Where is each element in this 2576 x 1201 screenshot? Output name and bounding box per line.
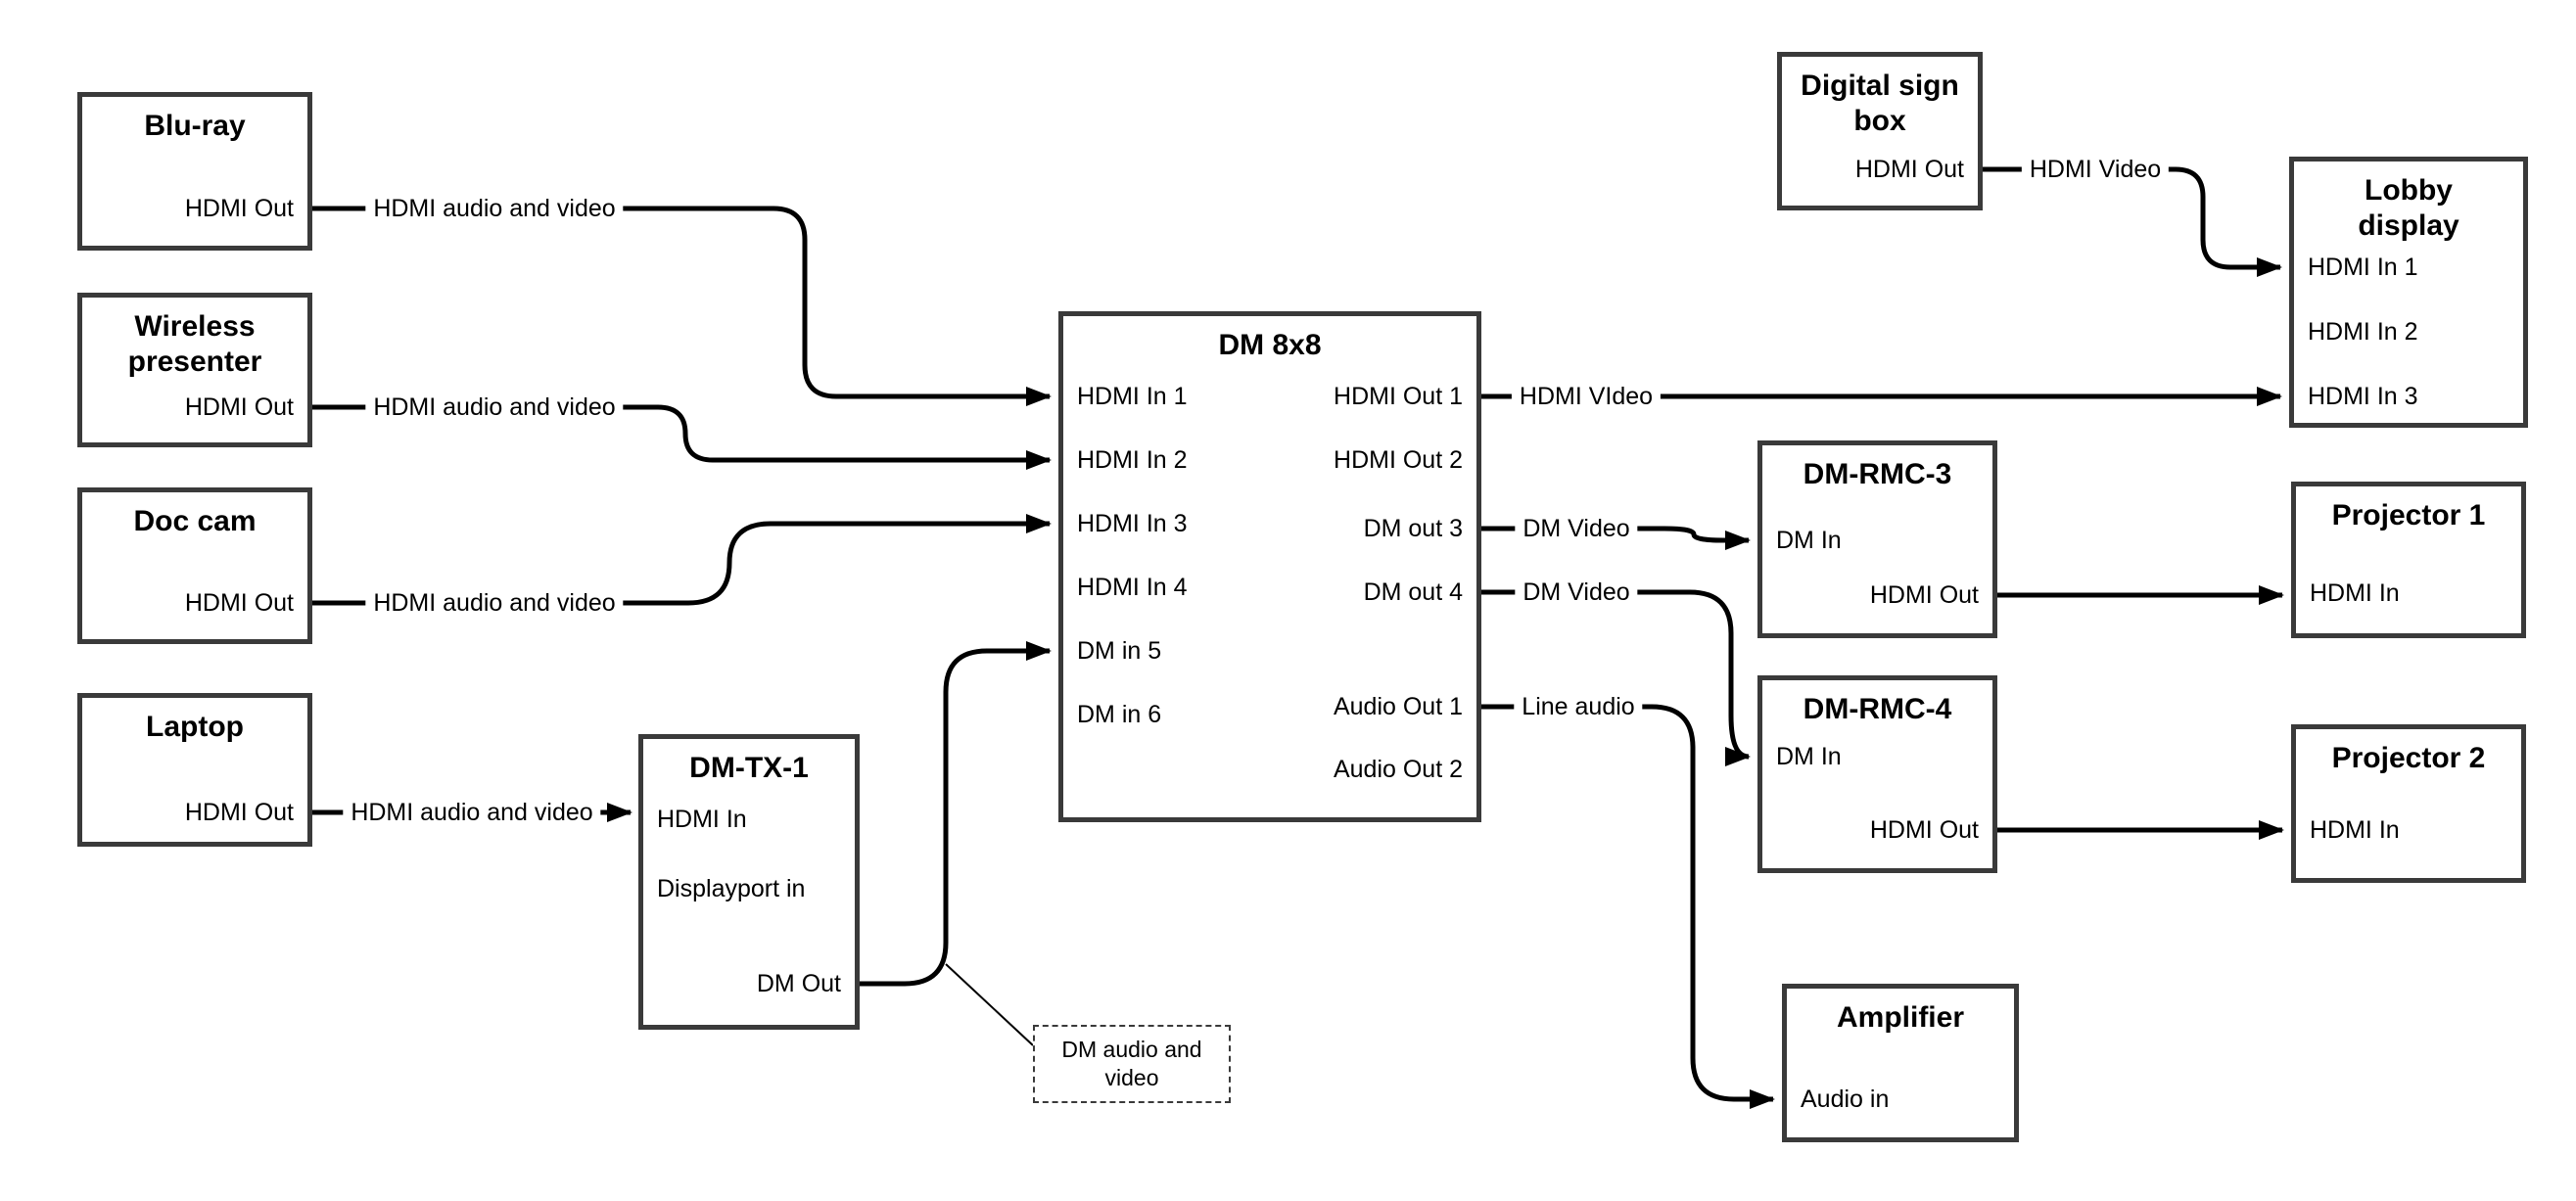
port-doc-cam-hdmi-out: HDMI Out — [184, 589, 294, 617]
port-dm-8x8-hdmi-out-1: HDMI Out 1 — [1334, 383, 1463, 410]
label-bluray-wire: HDMI audio and video — [365, 194, 624, 223]
port-dm-8x8-hdmi-out-2: HDMI Out 2 — [1334, 446, 1463, 474]
node-title-digital-sign-box: Digital sign box — [1801, 69, 1959, 137]
port-amplifier-audio-in: Audio in — [1801, 1086, 1890, 1113]
node-title-amplifier: Amplifier — [1836, 1001, 1965, 1034]
label-laptop-wire: HDMI audio and video — [343, 798, 601, 827]
label-dm-out-3-wire: DM Video — [1515, 514, 1638, 543]
wire-blu-ray-to-dm8x8-hdmi-in-1 — [312, 206, 1052, 406]
port-lobby-display-hdmi-in-2: HDMI In 2 — [2308, 318, 2418, 346]
node-title-blu-ray: Blu-ray — [144, 110, 246, 142]
node-title-laptop: Laptop — [146, 711, 244, 743]
port-dm-8x8-hdmi-in-1: HDMI In 1 — [1077, 383, 1188, 410]
port-dm-rmc-4-hdmi-out: HDMI Out — [1869, 816, 1979, 844]
node-projector-1: Projector 1 HDMI In — [2291, 482, 2526, 638]
port-dm-tx-1-displayport-in: Displayport in — [657, 875, 806, 902]
node-title-doc-cam: Doc cam — [133, 505, 257, 537]
port-dm-8x8-hdmi-in-2: HDMI In 2 — [1077, 446, 1188, 474]
port-projector-1-hdmi-in: HDMI In — [2310, 579, 2400, 607]
label-doccam-wire: HDMI audio and video — [365, 588, 624, 618]
port-dm-tx-1-hdmi-in: HDMI In — [657, 806, 747, 833]
node-title-projector-1: Projector 1 — [2331, 499, 2486, 531]
port-wireless-presenter-hdmi-out: HDMI Out — [184, 393, 294, 421]
wire-digital-sign-box-to-lobby-display-hdmi-in-1 — [1983, 166, 2282, 277]
port-projector-2-hdmi-in: HDMI In — [2310, 816, 2400, 844]
port-dm-tx-1-dm-out: DM Out — [756, 970, 841, 997]
port-dm-8x8-audio-out-1: Audio Out 1 — [1333, 693, 1463, 720]
port-dm-8x8-hdmi-in-3: HDMI In 3 — [1077, 510, 1188, 537]
port-lobby-display-hdmi-in-1: HDMI In 1 — [2308, 254, 2418, 281]
port-laptop-hdmi-out: HDMI Out — [184, 799, 294, 826]
wire-dm8x8-dm-out-4-to-dm-rmc-4-dm-in — [1481, 589, 1751, 766]
node-title-projector-2: Projector 2 — [2331, 742, 2486, 774]
port-lobby-display-hdmi-in-3: HDMI In 3 — [2308, 383, 2418, 410]
port-digital-sign-box-hdmi-out: HDMI Out — [1854, 156, 1964, 183]
node-title-dm-tx-1: DM-TX-1 — [689, 752, 809, 784]
label-wireless-wire: HDMI audio and video — [365, 393, 624, 422]
port-dm-rmc-4-dm-in: DM In — [1776, 743, 1842, 770]
node-dm-rmc-4: DM-RMC-4 DM In HDMI Out — [1757, 675, 1997, 873]
port-dm-8x8-audio-out-2: Audio Out 2 — [1333, 756, 1463, 783]
node-dm-rmc-3: DM-RMC-3 DM In HDMI Out — [1757, 440, 1997, 638]
node-title-wireless-presenter: Wireless presenter — [127, 310, 262, 378]
port-dm-8x8-dm-out-4: DM out 4 — [1363, 578, 1463, 606]
wire-doc-cam-to-dm8x8-hdmi-in-3 — [312, 514, 1052, 606]
node-title-dm-rmc-3: DM-RMC-3 — [1803, 458, 1952, 490]
port-dm-8x8-hdmi-in-4: HDMI In 4 — [1077, 574, 1188, 601]
node-title-dm-rmc-4: DM-RMC-4 — [1803, 693, 1952, 725]
wire-dm-tx-1-to-dm8x8-dm-in-5 — [860, 641, 1052, 987]
label-digital-sign-wire: HDMI Video — [2021, 155, 2170, 184]
port-dm-8x8-dm-in-5: DM in 5 — [1077, 637, 1162, 665]
node-title-lobby-display: Lobby display — [2358, 174, 2459, 242]
label-dm-out-4-wire: DM Video — [1515, 577, 1638, 607]
wire-wireless-presenter-to-dm8x8-hdmi-in-2 — [312, 404, 1052, 470]
port-blu-ray-hdmi-out: HDMI Out — [184, 195, 294, 222]
wire-dm8x8-audio-out-1-to-amplifier-audio-in — [1481, 704, 1775, 1109]
callout-dm-audio-video: DM audio and video — [1033, 1025, 1231, 1103]
label-audio-out-1-wire: Line audio — [1514, 692, 1643, 721]
node-title-dm-8x8: DM 8x8 — [1218, 329, 1322, 361]
port-dm-rmc-3-dm-in: DM In — [1776, 527, 1842, 554]
node-projector-2: Projector 2 HDMI In — [2291, 724, 2526, 883]
port-dm-8x8-dm-out-3: DM out 3 — [1363, 515, 1463, 542]
wire-dm8x8-dm-out-3-to-dm-rmc-3-dm-in — [1481, 526, 1751, 550]
port-dm-rmc-3-hdmi-out: HDMI Out — [1869, 581, 1979, 609]
callout-label: DM audio and video — [1061, 1037, 1202, 1090]
port-dm-8x8-dm-in-6: DM in 6 — [1077, 701, 1162, 728]
label-hdmi-out-1-wire: HDMI VIdeo — [1511, 382, 1662, 411]
wire-callout-leader-line — [945, 963, 1034, 1046]
